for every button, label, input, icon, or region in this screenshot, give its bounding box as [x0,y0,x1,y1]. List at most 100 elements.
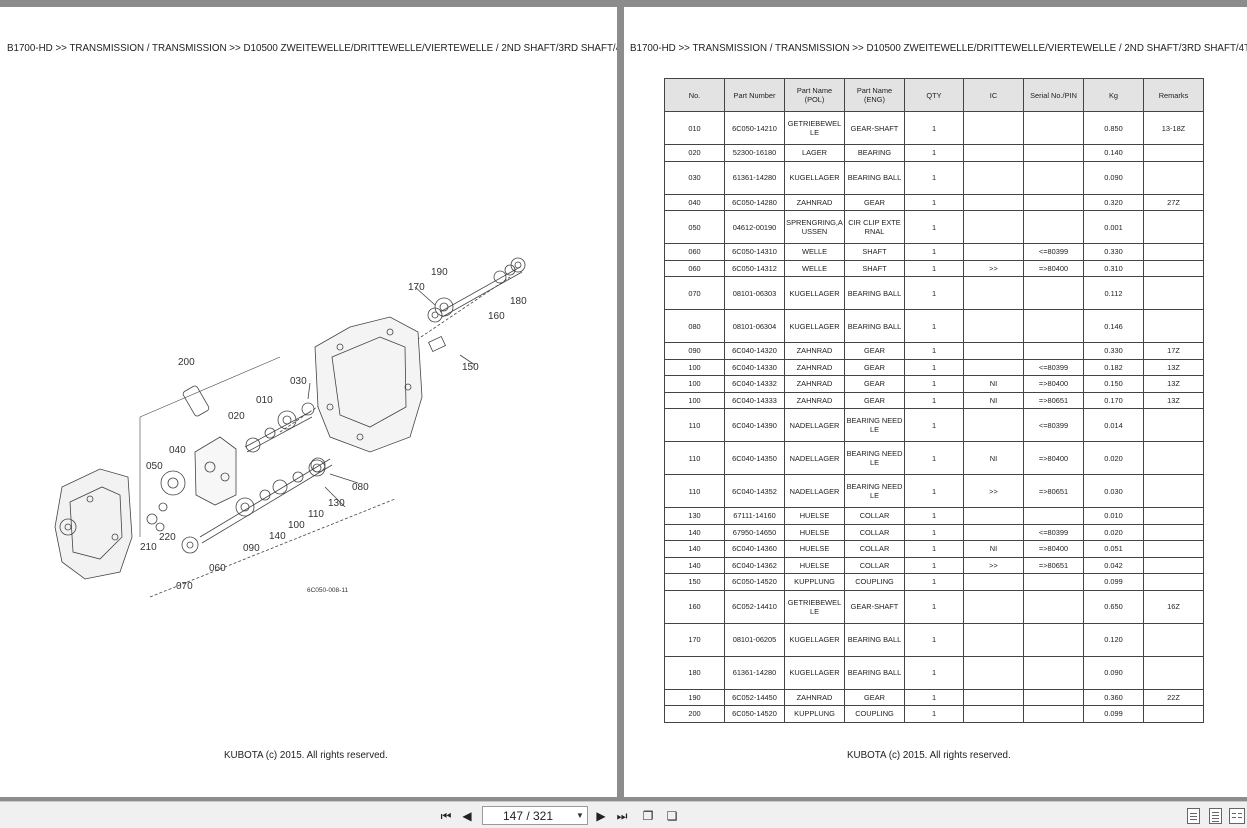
cell-serial [1023,573,1084,591]
cell-part-name-pol: KUGELLAGER [784,276,845,310]
next-page-icon[interactable]: ▶ [596,809,606,823]
cell-no: 100 [664,391,725,409]
cell-serial: <=80399 [1023,358,1084,376]
cell-part-name-eng: GEAR-SHAFT [844,589,905,624]
page-number-dropdown[interactable]: 147 / 321 ▼ [482,806,588,825]
cell-qty: 1 [904,622,964,657]
cell-kg: 0.320 [1083,193,1144,211]
previous-page-icon[interactable]: ◀ [462,809,472,823]
cell-kg: 0.650 [1083,589,1144,624]
cell-ic [963,276,1024,310]
cell-part-number: 6C040-14332 [724,375,785,393]
cell-serial [1023,507,1084,525]
cell-part-name-pol: GETRIEBEWELLE [784,589,845,624]
cell-part-name-pol: ZAHNRAD [784,391,845,409]
cell-qty: 1 [904,276,964,310]
cell-part-name-pol: NADELLAGER [784,441,845,475]
callout: 100 [288,520,305,531]
cell-ic [963,309,1024,343]
fit-page-icon[interactable]: ❐ [642,809,654,823]
cell-ic: NI [963,391,1024,409]
cell-part-name-pol: WELLE [784,243,845,261]
cell-part-name-eng: COLLAR [844,523,905,541]
callout: 060 [209,563,226,574]
cell-ic [963,589,1024,624]
cell-part-name-pol: ZAHNRAD [784,342,845,360]
cell-serial: =>80400 [1023,540,1084,558]
cell-kg: 0.090 [1083,655,1144,690]
cell-qty: 1 [904,243,964,261]
callout: 050 [146,461,163,472]
page-header: B1700-HD >> TRANSMISSION / TRANSMISSION … [630,43,1247,54]
cell-part-name-pol: HUELSE [784,556,845,574]
callout: 190 [431,267,448,278]
page-header: B1700-HD >> TRANSMISSION / TRANSMISSION … [7,43,617,54]
diagram-code: 6C050-008-11 [307,587,348,594]
callout: 040 [169,445,186,456]
cell-serial: <=80399 [1023,243,1084,261]
cell-no: 150 [664,573,725,591]
cell-part-number: 04612-00190 [724,210,785,244]
first-page-icon[interactable]: ⏮ [440,808,452,823]
cell-serial: <=80399 [1023,408,1084,442]
cell-part-number: 6C040-14333 [724,391,785,409]
cell-no: 170 [664,622,725,657]
callout: 080 [352,482,369,493]
cell-part-number: 6C040-14330 [724,358,785,376]
cell-ic [963,160,1024,195]
cell-serial [1023,160,1084,195]
cell-no: 010 [664,111,725,145]
cell-part-name-pol: KUGELLAGER [784,655,845,690]
cell-part-name-eng: GEAR [844,358,905,376]
cell-serial [1023,705,1084,723]
cell-serial [1023,276,1084,310]
cell-ic [963,622,1024,657]
cell-part-name-pol: GETRIEBEWELLE [784,111,845,145]
cell-part-number: 6C052-14450 [724,688,785,706]
cell-part-name-pol: HUELSE [784,507,845,525]
cell-remarks [1143,556,1204,574]
callout: 020 [228,411,245,422]
cell-part-name-pol: ZAHNRAD [784,688,845,706]
cell-qty: 1 [904,210,964,244]
viewer-toolbar: ⏮ ◀ 147 / 321 ▼ ▶ ⏭ ❐ ❏ [0,801,1247,828]
cell-part-number: 67111-14160 [724,507,785,525]
callout: 090 [243,543,260,554]
cell-no: 040 [664,193,725,211]
cell-part-number: 08101-06205 [724,622,785,657]
cell-qty: 1 [904,358,964,376]
cell-ic: >> [963,556,1024,574]
cell-no: 190 [664,688,725,706]
last-page-icon[interactable]: ⏭ [616,808,628,823]
cell-remarks [1143,523,1204,541]
cell-no: 110 [664,474,725,508]
cell-qty: 1 [904,523,964,541]
cell-qty: 1 [904,573,964,591]
two-page-view-icon[interactable]: ❏ [666,809,678,823]
cell-serial [1023,210,1084,244]
cell-qty: 1 [904,540,964,558]
cell-ic [963,193,1024,211]
cell-part-name-pol: WELLE [784,259,845,277]
page-indicator: 147 / 321 [502,808,554,823]
cell-part-name-eng: COLLAR [844,540,905,558]
facing-icon[interactable] [1229,808,1245,824]
cell-part-name-eng: COLLAR [844,556,905,574]
cell-qty: 1 [904,408,964,442]
cell-qty: 1 [904,309,964,343]
continuous-icon[interactable] [1209,808,1222,824]
callout: 220 [159,532,176,543]
single-page-icon[interactable] [1187,808,1200,824]
cell-kg: 0.120 [1083,622,1144,657]
cell-kg: 0.310 [1083,259,1144,277]
cell-part-name-pol: LAGER [784,144,845,162]
exploded-parts-diagram: 190 170 180 160 150 200 030 010 020 040 … [54,257,527,598]
cell-part-name-pol: KUPPLUNG [784,705,845,723]
